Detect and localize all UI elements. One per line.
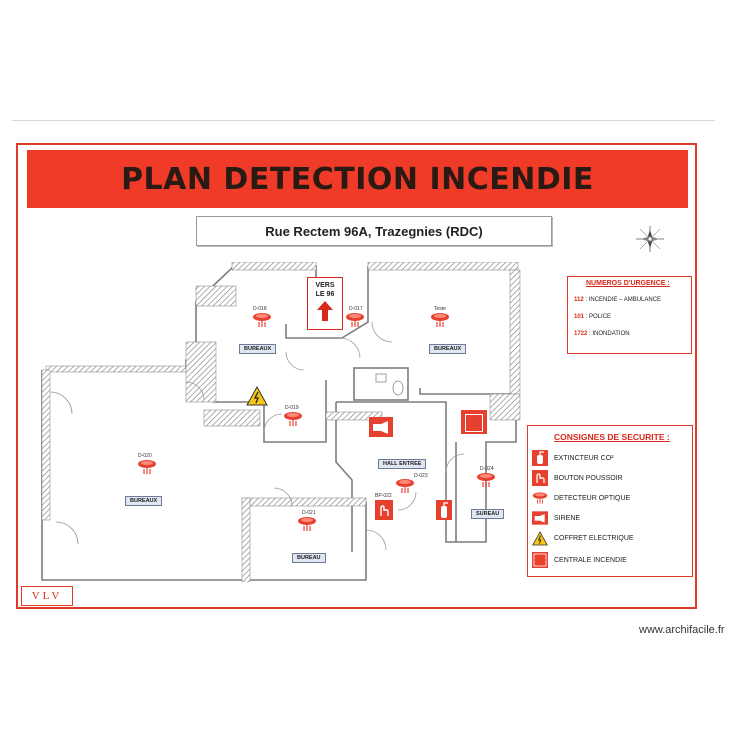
vlv-text: VLV bbox=[31, 590, 63, 602]
electrical-warning-icon bbox=[246, 386, 268, 406]
legend-item: DETECTEUR OPTIQUE bbox=[532, 490, 630, 506]
room-label-bureaux-top-right: BUREAUX bbox=[429, 344, 467, 354]
legend-item: CENTRALE INCENDIE bbox=[532, 552, 627, 568]
legend-title: CONSIGNES DE SECURITE : bbox=[554, 432, 670, 442]
watermark-link[interactable]: www.archifacile.fr bbox=[639, 624, 725, 636]
electrical-warning-icon bbox=[532, 530, 548, 546]
arrow-up-icon bbox=[317, 301, 333, 321]
smoke-detector-icon bbox=[431, 313, 449, 327]
room-label-sureau: SUREAU bbox=[471, 509, 505, 519]
room-label-bureau-bottom: BUREAU bbox=[292, 553, 326, 563]
detector-code-d016: Teste bbox=[434, 306, 446, 312]
detector-code-d020: D-020 bbox=[138, 453, 152, 459]
direction-line2: LE 96 bbox=[315, 291, 335, 298]
emergency-numbers-title: NUMEROS D'URGENCE : bbox=[586, 280, 670, 287]
siren-icon bbox=[532, 510, 548, 526]
smoke-detector-icon bbox=[298, 517, 316, 531]
extinguisher-icon bbox=[532, 450, 548, 466]
address-box: Rue Rectem 96A, Trazegnies (RDC) bbox=[196, 216, 552, 246]
fire-panel-icon bbox=[532, 552, 548, 568]
smoke-detector-icon bbox=[477, 473, 495, 487]
legend-item: EXTINCTEUR CO² bbox=[532, 450, 614, 466]
address-text: Rue Rectem 96A, Trazegnies (RDC) bbox=[265, 223, 483, 239]
safety-legend-box: CONSIGNES DE SECURITE : EXTINCTEUR CO² B… bbox=[527, 425, 693, 577]
smoke-detector-icon bbox=[284, 412, 302, 426]
detector-code-d019: D-019 bbox=[285, 405, 299, 411]
detector-code-d017: D-017 bbox=[349, 306, 363, 312]
detector-code-d018: D-018 bbox=[253, 306, 267, 312]
smoke-detector-icon bbox=[138, 460, 156, 474]
plan-frame bbox=[16, 143, 697, 609]
emergency-line: 1722 : INONDATION bbox=[574, 331, 630, 337]
siren-icon bbox=[369, 417, 393, 437]
legend-item: SIRENE bbox=[532, 510, 580, 526]
extinguisher-icon bbox=[436, 500, 452, 520]
detector-code-bp022: BP-022 bbox=[375, 493, 392, 499]
direction-sign: VERS LE 96 bbox=[307, 277, 343, 330]
room-label-bureaux-left: BUREAUX bbox=[125, 496, 163, 506]
smoke-detector-icon bbox=[253, 313, 271, 327]
paper-sheet bbox=[12, 120, 715, 618]
emergency-numbers-box: NUMEROS D'URGENCE : 112 : INCENDIE – AMB… bbox=[567, 276, 692, 354]
push-button-icon bbox=[532, 470, 548, 486]
detector-code-d024: D-024 bbox=[480, 466, 494, 472]
floor-plan bbox=[41, 262, 521, 582]
detector-code-d023: D-023 bbox=[414, 473, 428, 479]
smoke-detector-icon bbox=[532, 490, 548, 506]
smoke-detector-icon bbox=[346, 313, 364, 327]
fire-panel-icon bbox=[461, 410, 487, 434]
emergency-line: 101 : POLICE bbox=[574, 314, 612, 320]
legend-item: COFFRET ELECTRIQUE bbox=[532, 530, 634, 546]
vlv-stamp: VLV bbox=[21, 586, 73, 606]
room-label-hall: HALL ENTREE bbox=[378, 459, 427, 469]
emergency-line: 112 : INCENDIE – AMBULANCE bbox=[574, 297, 662, 303]
smoke-detector-icon bbox=[396, 479, 414, 493]
compass-rose-icon bbox=[636, 226, 664, 252]
push-button-icon bbox=[375, 500, 393, 520]
direction-line1: VERS bbox=[315, 282, 335, 289]
room-label-bureaux-top-left: BUREAUX bbox=[239, 344, 277, 354]
title-banner: PLAN DETECTION INCENDIE bbox=[27, 150, 688, 208]
page-title: PLAN DETECTION INCENDIE bbox=[121, 161, 594, 197]
legend-item: BOUTON POUSSOIR bbox=[532, 470, 623, 486]
detector-code-d021: D-021 bbox=[302, 510, 316, 516]
